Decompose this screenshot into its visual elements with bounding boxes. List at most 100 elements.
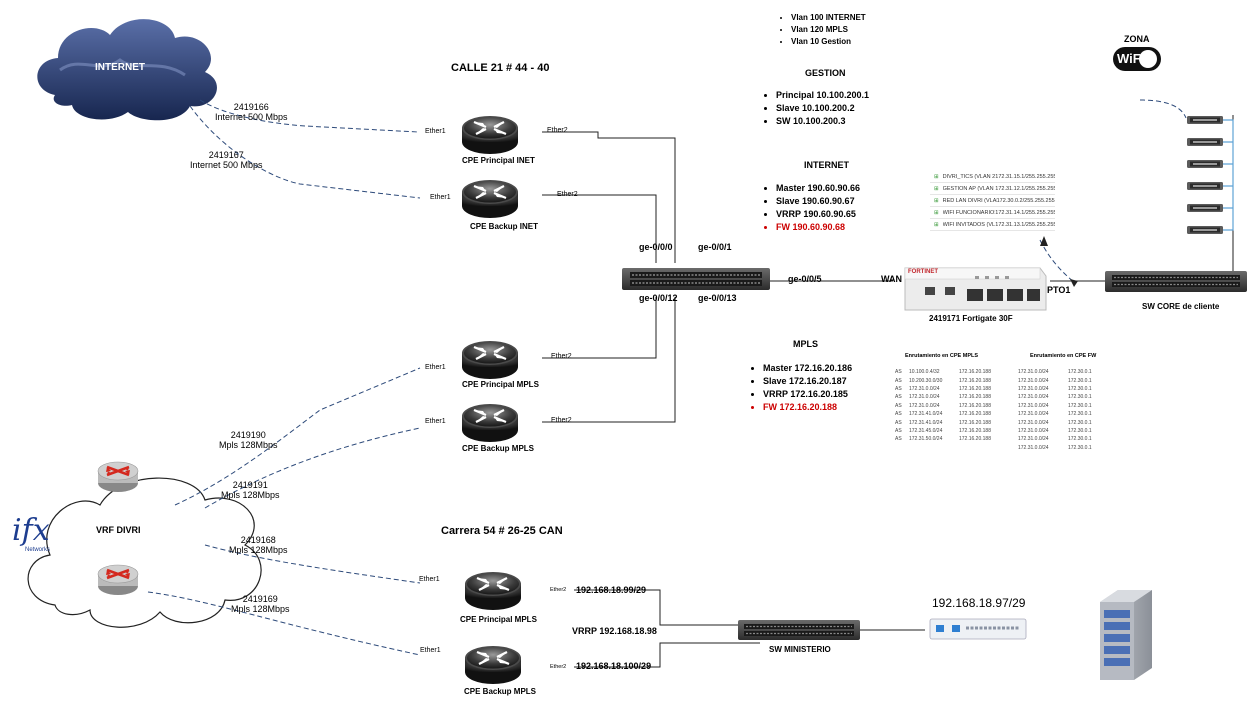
port-ether2: Ether2 [547, 127, 568, 134]
sw-ministerio-switch [738, 620, 860, 640]
access-point-stack [1187, 116, 1234, 234]
internet-item: Slave 190.60.90.67 [776, 196, 860, 207]
mpls-list: Master 172.16.20.186 Slave 172.16.20.187… [747, 363, 852, 416]
link-id: 2419190 [230, 430, 266, 440]
link2-label: 2419167 Internet 500 Mbps [190, 150, 263, 171]
vrf-router-top [96, 460, 140, 494]
mpls-item: VRRP 172.16.20.185 [763, 389, 852, 400]
table-row: ⊞WIFI FUNCIONARIOS (VLAN 214)172.31.14.1… [930, 207, 1055, 219]
link-id: 2419169 [242, 594, 278, 604]
port-ge000: ge-0/0/0 [639, 242, 673, 252]
site1-title: CALLE 21 # 44 - 40 [451, 62, 550, 74]
port-ether1: Ether1 [430, 194, 451, 201]
port-ether1: Ether1 [425, 364, 446, 371]
firewall-appliance [929, 618, 1027, 640]
ifx-logo: ifx [12, 513, 50, 548]
internet-item: VRRP 190.60.90.65 [776, 209, 860, 220]
vlan-name: GESTION AP (VLAN 212) [942, 185, 996, 192]
gestion-item: Slave 10.100.200.2 [776, 103, 869, 114]
vlan-ip: 172.31.14.1/255.255.255.0 [995, 209, 1055, 216]
vlan-name: DIVRI_TICS (VLAN 213) [942, 173, 996, 180]
wifi-zona-label: ZONA [1124, 34, 1150, 44]
port-ether1: Ether1 [419, 576, 440, 583]
link1-label: 2419166 Internet 500 Mbps [215, 102, 288, 123]
sw-core-label: SW CORE de cliente [1142, 302, 1220, 311]
ip-100-label: 192.168.18.100/29 [576, 661, 652, 671]
fortigate-label: 2419171 Fortigate 30F [929, 314, 1013, 323]
cpe-principal-mpls-label: CPE Principal MPLS [462, 380, 539, 389]
wifi-logo [1113, 47, 1161, 71]
cpe-backup-inet-label: CPE Backup INET [470, 222, 539, 231]
vlan-name: WIFI FUNCIONARIOS (VLAN 214) [942, 209, 996, 216]
port-ether1: Ether1 [420, 647, 441, 654]
cpe-backup-mpls-label: CPE Backup MPLS [462, 444, 535, 453]
gestion-item: Principal 10.100.200.1 [776, 90, 869, 101]
connection-lines [147, 99, 1234, 668]
link-desc: Mpls 128Mbps [229, 544, 288, 555]
cpe-backup-mpls-2-router [463, 644, 523, 686]
vlan-ip: 172.31.13.1/255.255.255.0 [995, 221, 1055, 228]
link-id: 2419166 [233, 102, 269, 112]
ip-97-label: 192.168.18.97/29 [932, 596, 1026, 610]
port-ether2: Ether2 [557, 191, 578, 198]
routing-cpe-title: Enrutamiento en CPE MPLS [905, 353, 979, 359]
vlan-item: Vlan 120 MPLS [791, 25, 866, 35]
link-desc: Mpls 128Mbps [219, 439, 278, 450]
internet-fw-item: FW 190.60.90.68 [776, 222, 860, 233]
internet-cloud [37, 19, 217, 121]
ifx-logo-sub: Networks [25, 547, 51, 553]
port-ether2: Ether2 [550, 587, 567, 593]
gestion-item: SW 10.100.200.3 [776, 116, 869, 127]
port-ether2: Ether2 [551, 353, 572, 360]
fortinet-brand: FORTINET [908, 269, 938, 275]
site2-title: Carrera 54 # 26-25 CAN [441, 525, 563, 537]
cpe-backup-mpls-router [460, 402, 520, 444]
link6-label: 2419169 Mpls 128Mbps [231, 594, 290, 615]
cpe-principal-mpls-router [460, 339, 520, 381]
gestion-list: Principal 10.100.200.1 Slave 10.100.200.… [760, 90, 869, 130]
port-ge0012: ge-0/0/12 [639, 293, 678, 303]
link4-label: 2419191 Mpls 128Mbps [221, 480, 280, 501]
gestion-title: GESTION [805, 68, 846, 78]
mpls-fw-item: FW 172.16.20.188 [763, 402, 852, 413]
vlan-name: WIFI INVITADOS (VLAN 211) [942, 221, 996, 228]
fortigate-device [904, 267, 1047, 311]
cpe-backup-inet-router [460, 178, 520, 220]
link-id: 2419168 [240, 535, 276, 545]
link-desc: Mpls 128Mbps [221, 489, 280, 500]
link3-label: 2419190 Mpls 128Mbps [219, 430, 278, 451]
cpe-principal-inet-label: CPE Principal INET [462, 156, 535, 165]
vrf-cloud [27, 477, 262, 628]
cpe-principal-inet-router [460, 114, 520, 156]
ip-99-label: 192.168.18.99/29 [576, 585, 647, 595]
server-rack [1100, 590, 1152, 680]
vrf-cloud-label: VRF DIVRI [96, 525, 141, 535]
internet-cloud-label: INTERNET [95, 62, 145, 73]
vlan-table: ⊞DIVRI_TICS (VLAN 213)172.31.15.1/255.25… [930, 171, 1055, 231]
table-row: ⊞DIVRI_TICS (VLAN 213)172.31.15.1/255.25… [930, 171, 1055, 183]
internet-item: Master 190.60.90.66 [776, 183, 860, 194]
vlan-list: Vlan 100 INTERNET Vlan 120 MPLS Vlan 10 … [775, 13, 866, 49]
port-ether2: Ether2 [550, 664, 567, 670]
link-id: 2419191 [232, 480, 268, 490]
table-row: ⊞GESTION AP (VLAN 212)172.31.12.1/255.25… [930, 183, 1055, 195]
link-id: 2419167 [208, 150, 244, 160]
vrrp-18-label: VRRP 192.168.18.98 [572, 626, 657, 636]
